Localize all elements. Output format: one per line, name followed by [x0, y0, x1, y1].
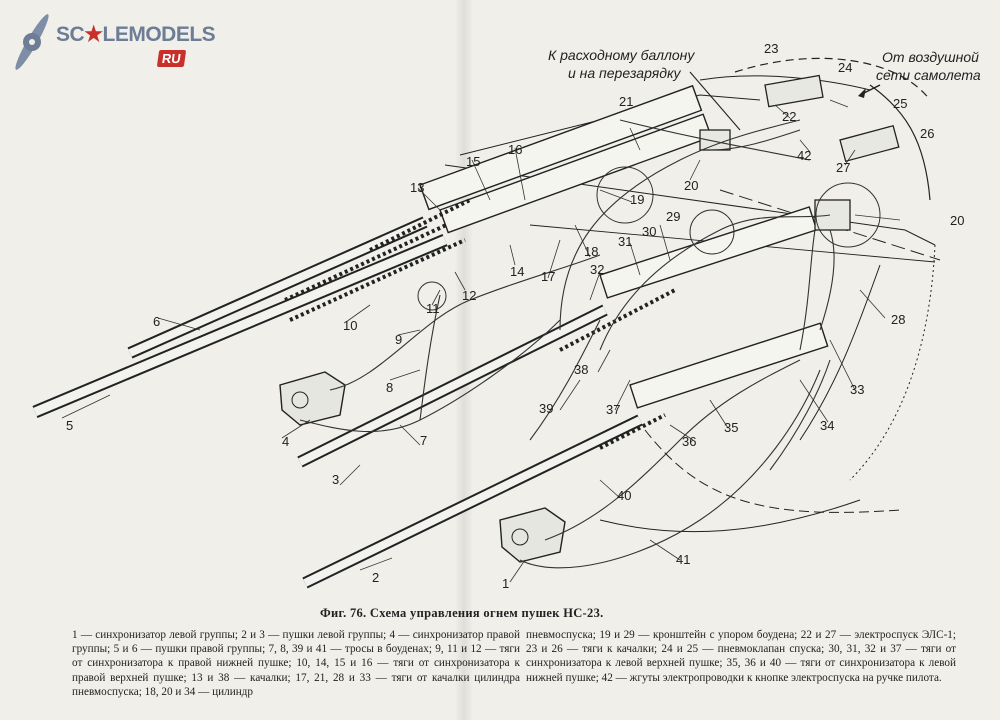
logo-ru-badge: RU [156, 50, 186, 67]
gun-5 [32, 113, 713, 418]
label-35: 35 [724, 420, 738, 435]
label-11: 11 [426, 301, 440, 316]
label-13: 13 [410, 180, 424, 195]
label-42: 42 [797, 148, 811, 163]
note-air-line2: сети самолета [876, 67, 981, 83]
label-10: 10 [343, 318, 357, 333]
legend-left-column: 1 — синхронизатор левой группы; 2 и 3 — … [72, 629, 520, 698]
gun-2 [302, 322, 829, 589]
label-5: 5 [66, 418, 73, 433]
label-27: 27 [836, 160, 850, 175]
label-20-right: 20 [950, 213, 964, 228]
label-32: 32 [590, 262, 604, 277]
label-37: 37 [606, 402, 620, 417]
label-41: 41 [676, 552, 690, 567]
label-8: 8 [386, 380, 393, 395]
gun-6 [127, 84, 703, 359]
star-icon: ★ [84, 23, 103, 46]
label-9: 9 [395, 332, 402, 347]
note-to-tank-line1: К расходному баллону [548, 47, 695, 63]
label-34: 34 [820, 418, 834, 433]
gun-3 [297, 206, 818, 468]
label-24: 24 [838, 60, 852, 75]
label-36: 36 [682, 434, 696, 449]
label-28: 28 [891, 312, 905, 327]
legend-right-column: пневмоспуска; 19 и 29 — кронштейн с упор… [526, 629, 956, 684]
label-39: 39 [539, 401, 553, 416]
label-17: 17 [541, 269, 555, 284]
label-12: 12 [462, 288, 476, 303]
label-38: 38 [574, 362, 588, 377]
label-7: 7 [420, 433, 427, 448]
label-16: 16 [508, 142, 522, 157]
synchronizer-4 [279, 371, 346, 426]
label-19: 19 [630, 192, 644, 207]
label-2: 2 [372, 570, 379, 585]
label-29: 29 [666, 209, 680, 224]
note-air-line1: От воздушной [882, 49, 979, 65]
label-21: 21 [619, 94, 633, 109]
label-26: 26 [920, 126, 934, 141]
propeller-icon [15, 14, 49, 70]
label-4: 4 [282, 434, 289, 449]
label-6: 6 [153, 314, 160, 329]
site-logo: SC★LEMODELS RU [8, 6, 216, 78]
label-40: 40 [617, 488, 631, 503]
label-1: 1 [502, 576, 509, 591]
synchronizer-1 [499, 507, 566, 563]
logo-text: SC★LEMODELS [56, 23, 216, 46]
label-30: 30 [642, 224, 656, 239]
label-15: 15 [466, 154, 480, 169]
label-25: 25 [893, 96, 907, 111]
label-22: 22 [782, 109, 796, 124]
label-3: 3 [332, 472, 339, 487]
label-14: 14 [510, 264, 524, 279]
label-33: 33 [850, 382, 864, 397]
note-to-tank-line2: и на перезарядку [568, 65, 682, 81]
figure-caption: Фиг. 76. Схема управления огнем пушек НС… [320, 606, 604, 620]
label-31: 31 [618, 234, 632, 249]
label-20-upper: 20 [684, 178, 698, 193]
label-18: 18 [584, 244, 598, 259]
label-23: 23 [764, 41, 778, 56]
